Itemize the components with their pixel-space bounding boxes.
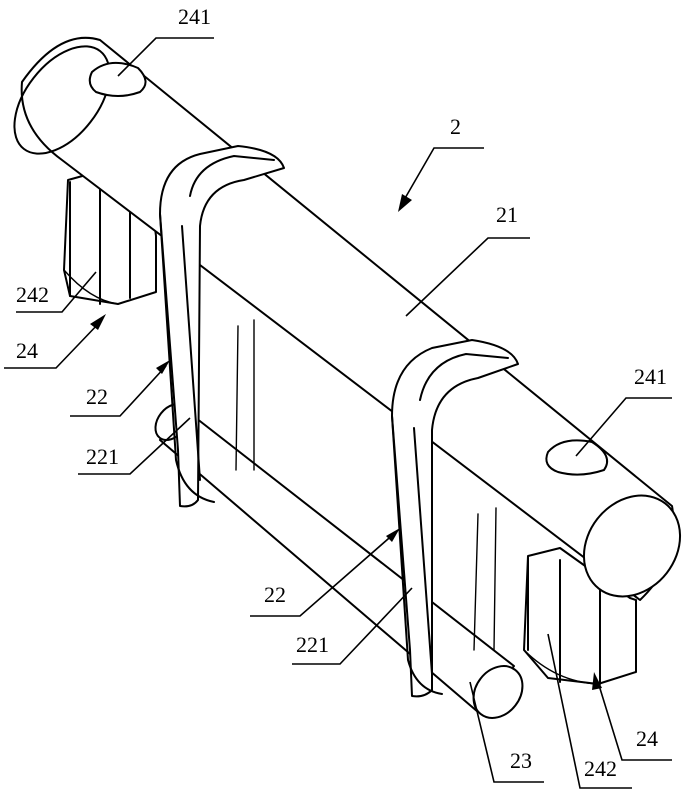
label-bracket-right: 22 bbox=[264, 582, 286, 607]
label-nut-face-left: 242 bbox=[16, 282, 49, 307]
label-hole-top: 241 bbox=[178, 4, 211, 29]
label-nut-face-right: 242 bbox=[584, 756, 617, 781]
label-hole-right: 241 bbox=[634, 364, 667, 389]
label-rod: 23 bbox=[510, 748, 532, 773]
label-arm-right: 221 bbox=[296, 632, 329, 657]
shaft bbox=[0, 29, 689, 616]
label-nut-left: 24 bbox=[16, 338, 38, 363]
label-nut-right: 24 bbox=[636, 726, 658, 751]
label-arm-left: 221 bbox=[86, 444, 119, 469]
label-shaft: 21 bbox=[496, 202, 518, 227]
label-bracket-left: 22 bbox=[86, 384, 108, 409]
label-assembly: 2 bbox=[450, 114, 461, 139]
